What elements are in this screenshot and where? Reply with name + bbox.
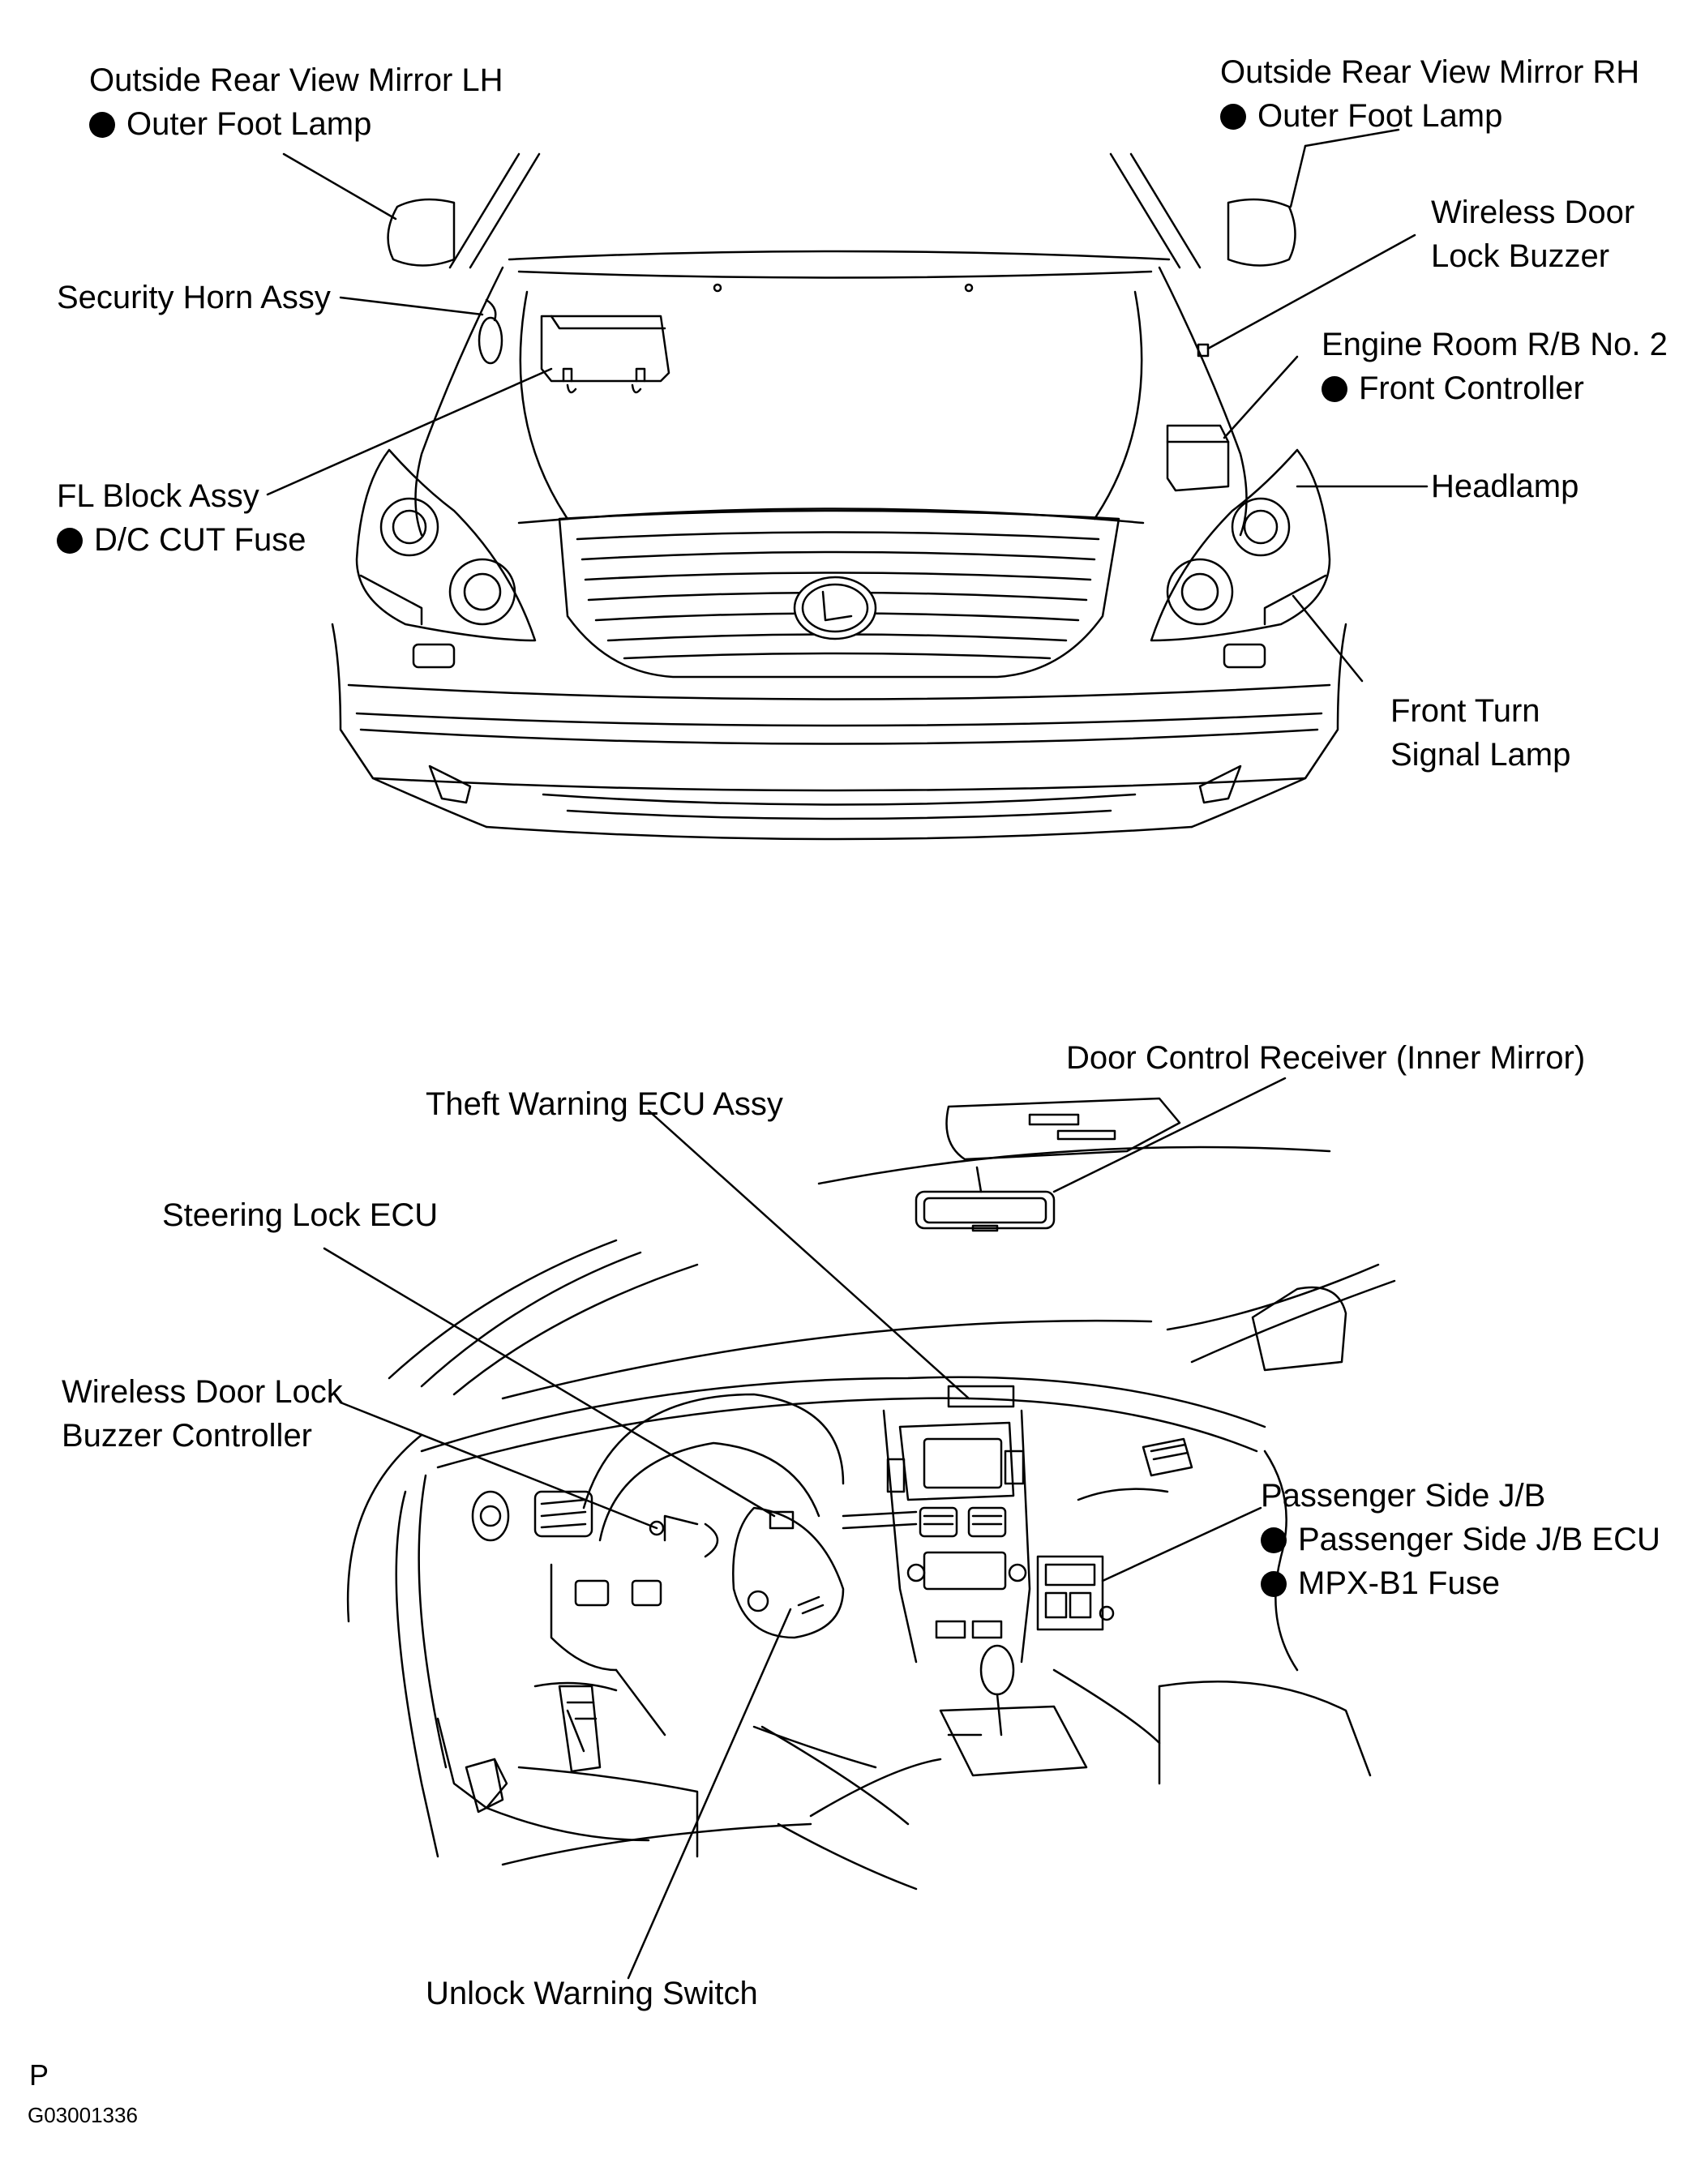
security-horn-shape <box>479 318 502 363</box>
label-engine-room-rb: Engine Room R/B No. 2 Front Controller <box>1322 323 1668 410</box>
label-mirror-lh: Outside Rear View Mirror LH Outer Foot L… <box>89 58 503 146</box>
label-mirror-rh: Outside Rear View Mirror RH Outer Foot L… <box>1220 50 1639 138</box>
mirror-lh-shape <box>388 199 454 266</box>
label-passenger-jb-ecu: Passenger Side J/B ECU <box>1261 1518 1660 1561</box>
headlamp-right-shape <box>1151 450 1330 640</box>
label-passenger-side-jb: Passenger Side J/B Passenger Side J/B EC… <box>1261 1474 1660 1605</box>
label-fl-block-sub-text: D/C CUT Fuse <box>94 522 306 558</box>
engine-rb-shape <box>1167 426 1228 490</box>
inner-mirror-shape <box>916 1192 1054 1228</box>
grille-outline <box>559 511 1119 677</box>
label-wireless-ctrl-line1: Wireless Door Lock <box>62 1374 343 1410</box>
mirror-rh-shape <box>1228 199 1296 266</box>
bullet-icon <box>1261 1571 1287 1597</box>
label-passenger-jb-ecu-text: Passenger Side J/B ECU <box>1298 1522 1660 1557</box>
label-wireless-buzzer-line2: Lock Buzzer <box>1431 238 1610 274</box>
label-steering-lock-ecu: Steering Lock ECU <box>162 1197 439 1233</box>
label-mirror-rh-title: Outside Rear View Mirror RH <box>1220 54 1640 90</box>
label-door-control-receiver: Door Control Receiver (Inner Mirror) <box>1066 1040 1586 1076</box>
wireless-buzzer-shape <box>1198 345 1208 356</box>
label-wireless-door-lock-buzzer: Wireless Door Lock Buzzer <box>1431 191 1634 278</box>
vehicle-interior-illustration <box>348 1098 1394 1889</box>
label-fl-block: FL Block Assy D/C CUT Fuse <box>57 474 306 562</box>
label-mirror-lh-title: Outside Rear View Mirror LH <box>89 62 503 98</box>
bullet-icon <box>89 112 115 138</box>
label-fl-block-line1: FL Block Assy <box>57 478 259 514</box>
headlamp-left-shape <box>357 450 535 640</box>
label-fl-block-sub: D/C CUT Fuse <box>57 518 306 562</box>
interior-right-mirror <box>1253 1287 1346 1370</box>
steering-lock-ecu-shape <box>770 1512 793 1528</box>
bullet-icon <box>1220 104 1246 130</box>
label-theft-warning-ecu: Theft Warning ECU Assy <box>426 1086 783 1122</box>
fog-lamp-left <box>413 644 454 667</box>
label-mirror-rh-sub-text: Outer Foot Lamp <box>1257 98 1503 134</box>
label-engine-rb-sub: Front Controller <box>1322 366 1668 410</box>
label-wireless-ctrl-line2: Buzzer Controller <box>62 1418 313 1454</box>
label-headlamp: Headlamp <box>1431 469 1579 504</box>
label-mpx-fuse: MPX-B1 Fuse <box>1261 1561 1660 1605</box>
label-security-horn: Security Horn Assy <box>57 280 331 315</box>
fl-block-shape <box>542 316 669 381</box>
bullet-icon <box>1322 376 1347 402</box>
label-mirror-lh-sub: Outer Foot Lamp <box>89 102 503 146</box>
label-passenger-jb-title: Passenger Side J/B <box>1261 1478 1546 1514</box>
figure-letter: P <box>29 2058 49 2092</box>
label-mpx-fuse-text: MPX-B1 Fuse <box>1298 1565 1500 1601</box>
vehicle-front-illustration <box>332 154 1346 839</box>
bullet-icon <box>1261 1527 1287 1553</box>
label-wireless-door-lock-buzzer-controller: Wireless Door Lock Buzzer Controller <box>62 1370 343 1458</box>
theft-warning-ecu-shape <box>949 1386 1013 1407</box>
figure-code: G03001336 <box>28 2103 138 2127</box>
passenger-jb-shape <box>1038 1557 1103 1629</box>
label-engine-rb-sub-text: Front Controller <box>1359 370 1584 406</box>
bullet-icon <box>57 528 83 554</box>
label-engine-rb-line1: Engine Room R/B No. 2 <box>1322 327 1668 362</box>
label-front-turn-line2: Signal Lamp <box>1390 737 1571 773</box>
label-front-turn-signal: Front Turn Signal Lamp <box>1390 689 1570 777</box>
label-unlock-warning-switch: Unlock Warning Switch <box>426 1976 758 2011</box>
label-mirror-rh-sub: Outer Foot Lamp <box>1220 94 1639 138</box>
fog-lamp-right <box>1224 644 1265 667</box>
label-front-turn-line1: Front Turn <box>1390 693 1540 729</box>
label-wireless-buzzer-line1: Wireless Door <box>1431 195 1635 230</box>
leader-lines <box>268 130 1427 1978</box>
label-mirror-lh-sub-text: Outer Foot Lamp <box>126 106 372 142</box>
emblem <box>795 577 876 639</box>
